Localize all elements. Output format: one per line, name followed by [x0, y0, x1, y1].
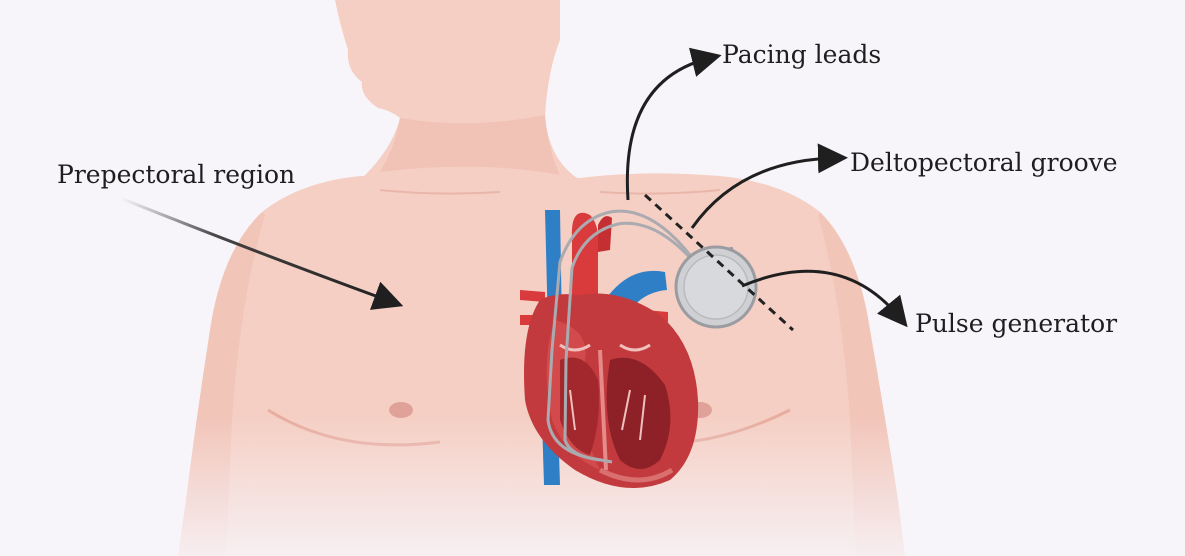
label-pacing-leads: Pacing leads	[722, 42, 881, 67]
label-pulse-generator: Pulse generator	[915, 311, 1117, 336]
label-deltopectoral-groove: Deltopectoral groove	[850, 150, 1118, 175]
aortic-branch	[598, 216, 612, 252]
label-prepectoral-region: Prepectoral region	[57, 162, 295, 187]
pulse-generator-device	[676, 247, 756, 327]
